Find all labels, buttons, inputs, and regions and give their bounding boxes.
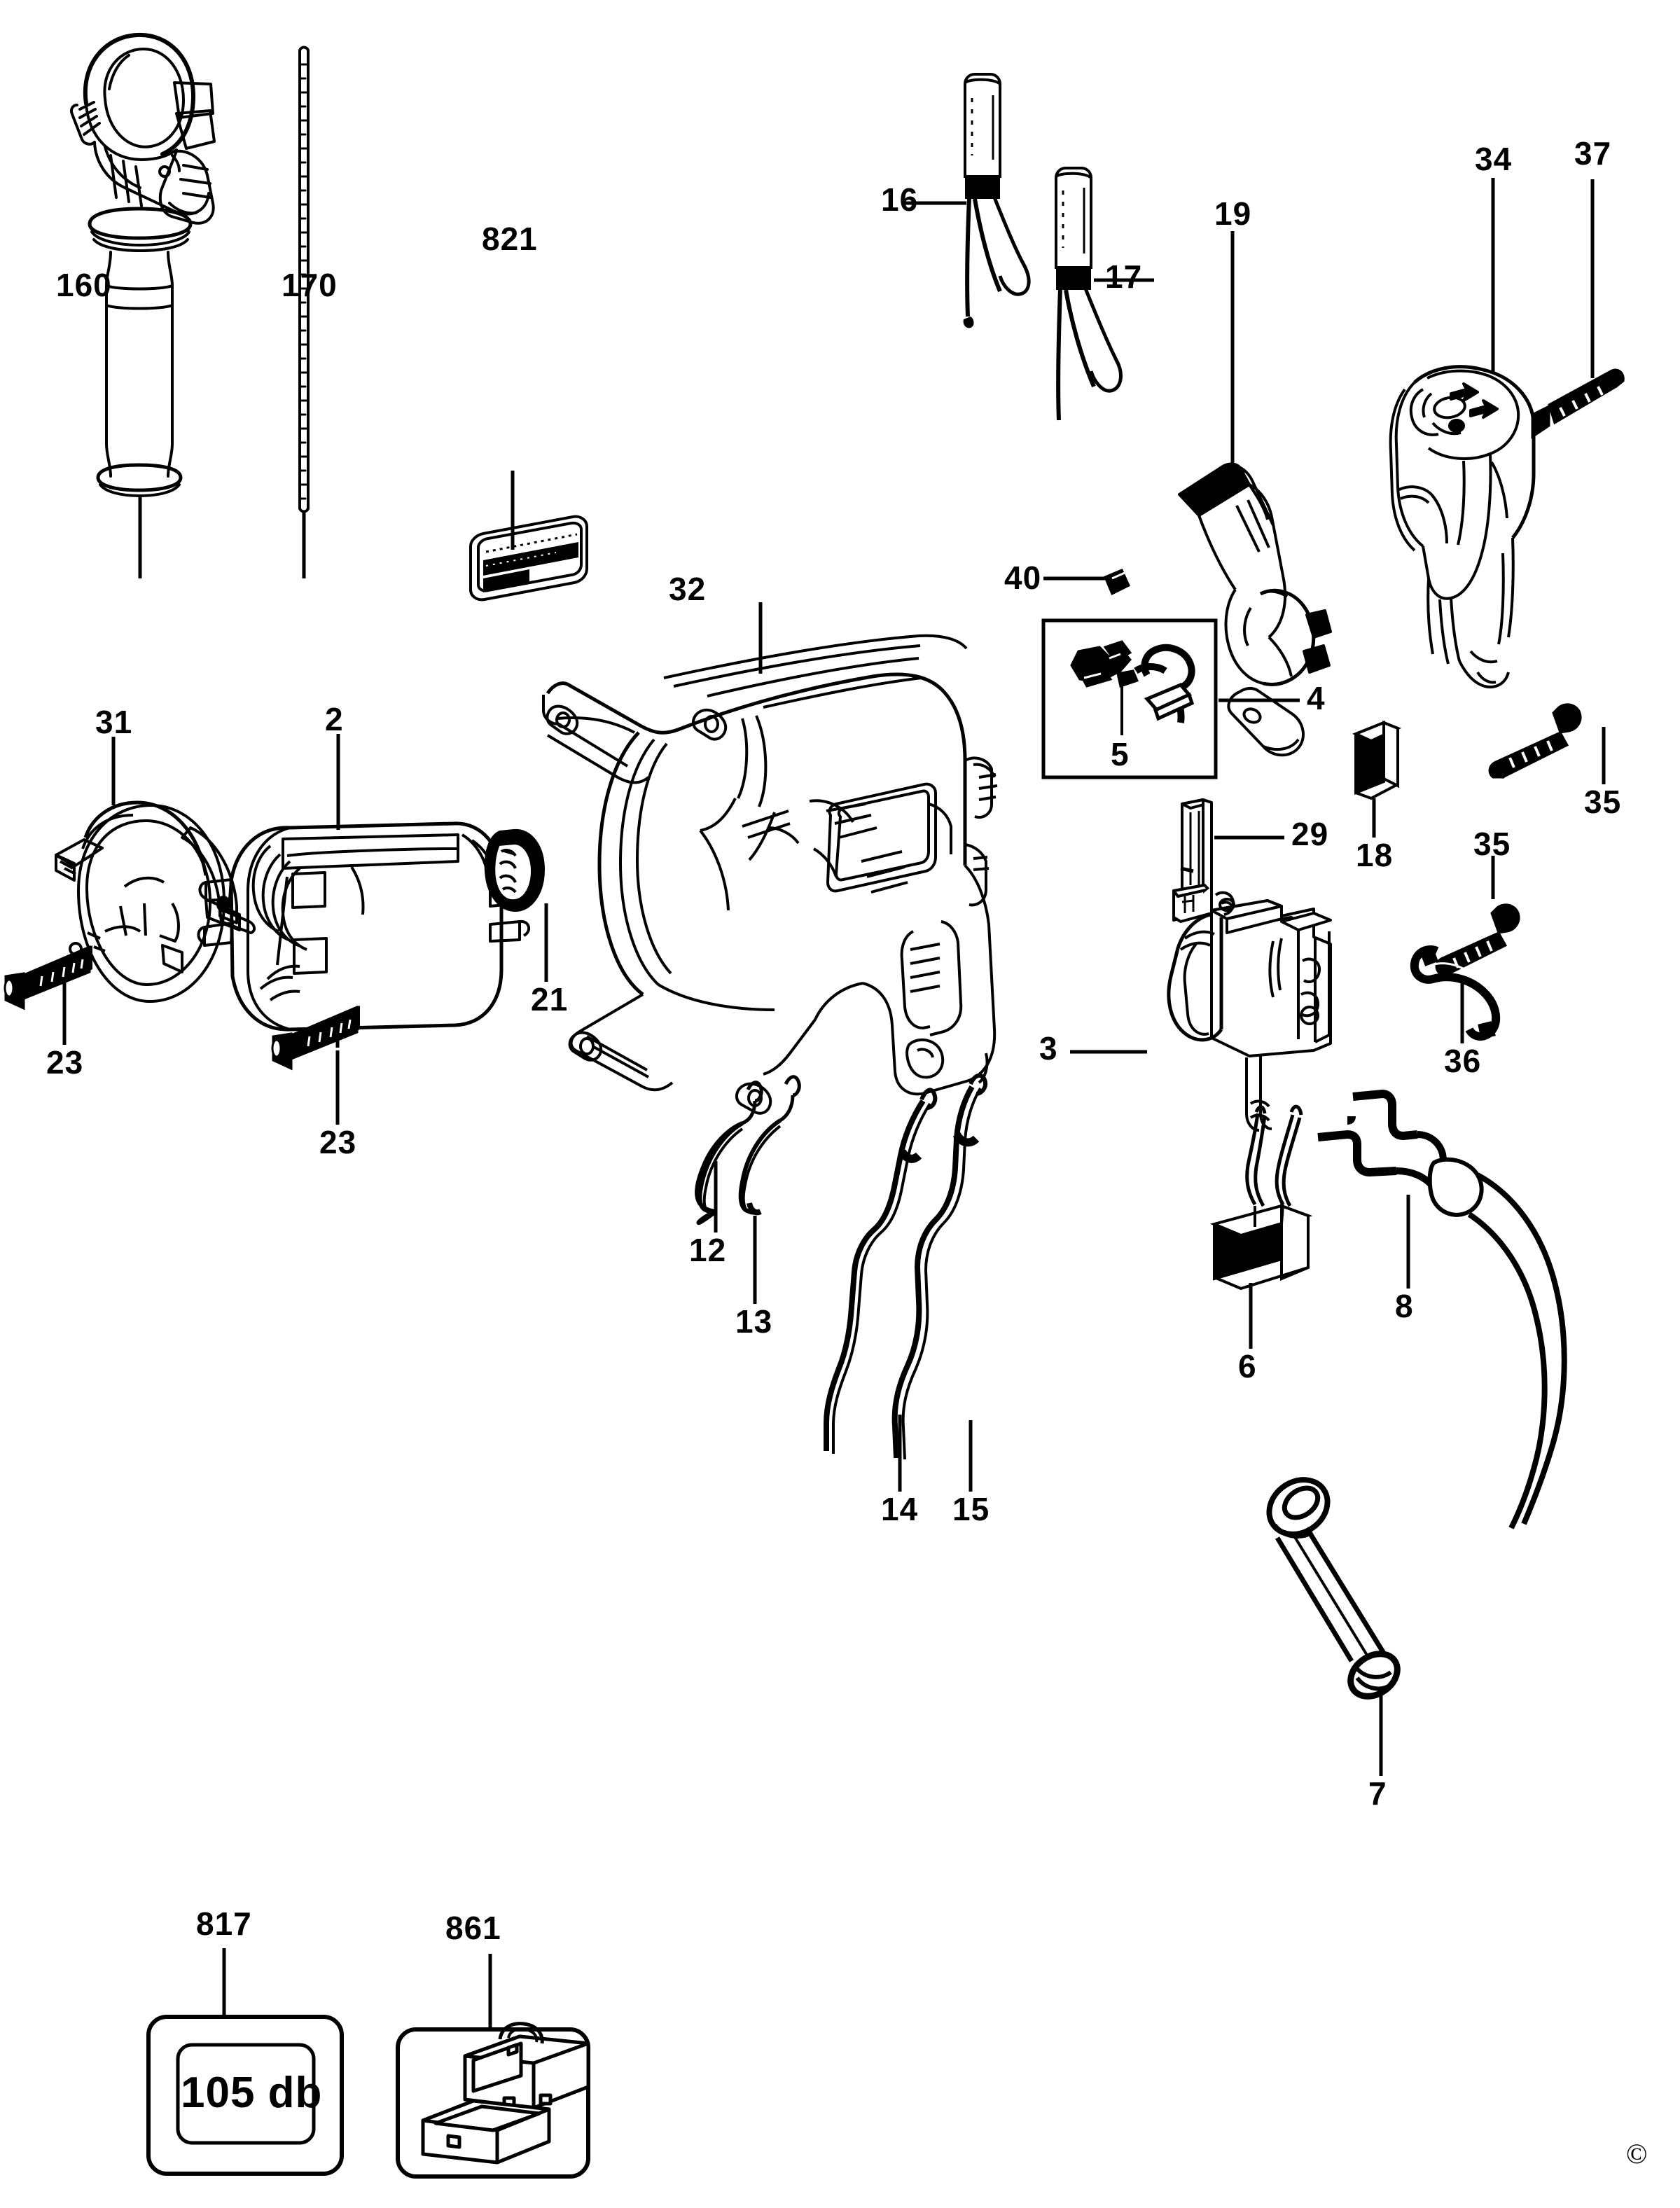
part-21-bearing [484,828,546,912]
part-5-switch-contacts [1070,640,1195,723]
part-170-depth-rod [298,46,310,513]
callout-170: 170 [282,267,338,303]
callout-36: 36 [1444,1043,1482,1079]
callout-18: 18 [1356,837,1394,873]
part-2-field-stator [197,821,531,1032]
part-3-trigger-switch [1167,891,1332,1132]
callout-19: 19 [1214,195,1252,232]
callout-5: 5 [1111,736,1130,772]
callout-7: 7 [1368,1775,1387,1812]
callout-817: 817 [196,1905,252,1942]
part-16-field-lead [963,73,1031,328]
part-13-brush-lead [738,1075,801,1216]
part-817-noise-label [146,2015,344,2176]
part-821-nameplate [469,515,588,602]
callout-821: 821 [482,221,538,257]
callout-23b: 23 [319,1124,357,1160]
callout-40: 40 [1004,560,1042,596]
part-32-motor-housing [542,634,998,1115]
part-19-lever-bracket [1178,458,1332,757]
callout-12: 12 [689,1232,727,1268]
copyright-symbol: © [1626,2138,1648,2169]
part-37-handle-screw [1531,368,1625,439]
part-8-power-cord [1317,1089,1567,1529]
callout-29: 29 [1291,816,1329,852]
callout-31: 31 [95,704,133,740]
callout-21: 21 [531,981,569,1018]
callout-861: 861 [445,1910,501,1946]
callout-15: 15 [952,1491,990,1527]
callout-8: 8 [1395,1288,1414,1324]
part-861-carry-case [396,2022,590,2179]
part-23b-long-screw [271,1005,360,1071]
part-15-internal-wire [891,1073,987,1460]
callout-160: 160 [56,267,112,303]
callout-16: 16 [881,181,919,218]
part-12-brush-lead [695,1081,763,1225]
part-40-pin [1104,569,1130,596]
part-31-retainer-plate [55,800,256,1003]
callout-4: 4 [1307,680,1326,716]
callout-32: 32 [669,571,707,607]
callout-23a: 23 [46,1044,84,1081]
callout-13: 13 [735,1303,773,1340]
part-36-cable-clamp [1410,945,1501,1041]
part-17-field-lead [1055,167,1123,421]
callout-35a: 35 [1584,784,1622,820]
callout-34: 34 [1475,141,1513,177]
callout-14: 14 [881,1491,919,1527]
part-34-handle-cover [1389,365,1536,688]
callout-35b: 35 [1473,826,1511,862]
part-29-switch-slider [1172,798,1213,923]
part-6-carbon-brush [1209,1104,1313,1291]
part-160-side-handle [69,32,216,497]
callout-17: 17 [1105,258,1143,295]
part-14-internal-wire [824,1088,938,1454]
part-23a-long-screw [4,945,92,1011]
part-35a-screw [1488,703,1582,779]
part-18-brush-block [1352,721,1401,800]
part-7-auxiliary-handle [1266,1477,1401,1700]
callout-3: 3 [1039,1030,1058,1067]
callout-37: 37 [1574,135,1612,172]
callout-2: 2 [325,701,344,737]
callout-6: 6 [1238,1348,1257,1384]
noise-rating-text: 105 db [181,2069,323,2117]
